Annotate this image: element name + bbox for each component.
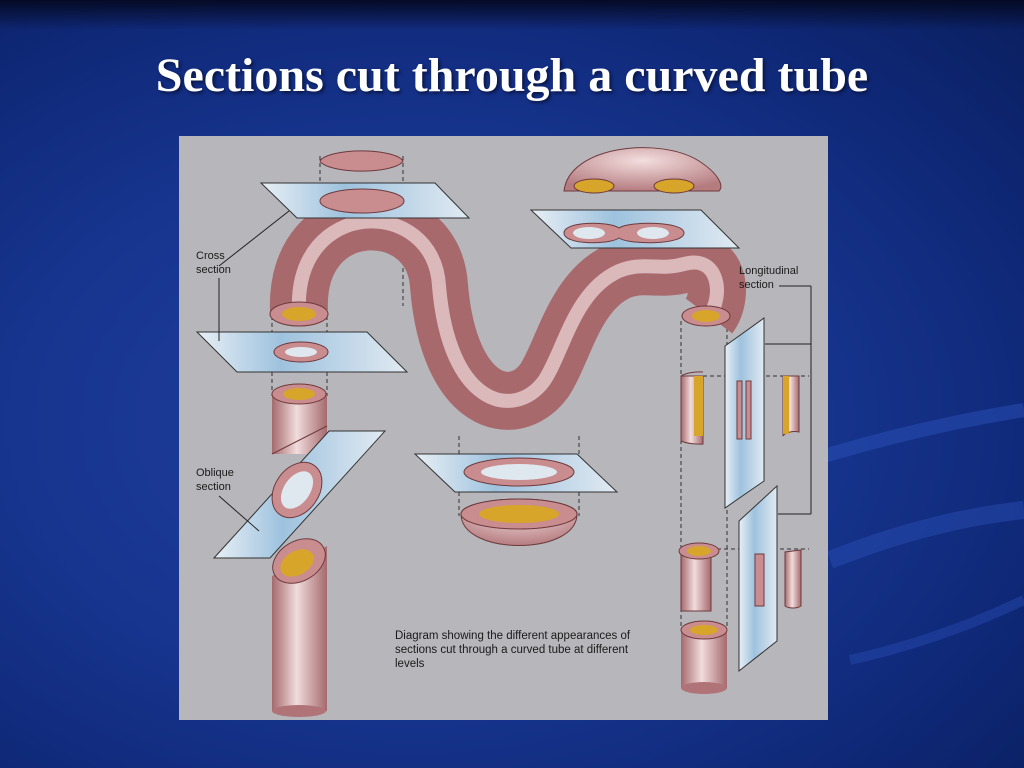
label-longitudinal-section: Longitudinal section <box>739 265 799 291</box>
oblique-section-hole <box>280 471 314 509</box>
longitudinal-plane-upper <box>724 317 765 509</box>
label-leaders <box>218 210 812 532</box>
bowl-lumen <box>479 505 559 523</box>
long-lumen-upper-left <box>694 376 703 436</box>
long-strip-lower <box>754 553 765 607</box>
cut-cap-top <box>319 150 404 172</box>
long-strip-1 <box>736 380 743 440</box>
tube-segment-oblique <box>272 546 327 711</box>
tube-segment-right-bottom <box>681 630 727 688</box>
tube-segment-left-lumen <box>283 388 315 400</box>
ring-hole-bottom <box>481 464 557 480</box>
top-band <box>0 0 1024 30</box>
label-cross-section: Cross section <box>196 250 231 276</box>
diagram-drawing <box>195 147 812 717</box>
long-strip-2 <box>745 380 752 440</box>
long-half-upper-left-rim <box>680 371 704 377</box>
long-half-lower-left-lumen <box>687 546 711 556</box>
slide-title: Sections cut through a curved tube <box>155 49 869 102</box>
long-half-lower-right <box>784 549 802 609</box>
long-half-lower-left <box>680 548 712 612</box>
oblique-cut-edge <box>271 425 328 455</box>
tube-sections-diagram: Cross section Oblique section Longitudin… <box>179 136 828 720</box>
tube-lumen-left <box>282 307 316 321</box>
curved-tube-highlight <box>291 214 724 408</box>
tube-segment-bottom <box>272 705 326 717</box>
tube-lumen-right <box>692 310 720 322</box>
ring-hole-left <box>285 347 317 357</box>
right-bottom-tube-base <box>681 682 727 694</box>
double-ring-hole-2 <box>637 227 669 239</box>
long-lumen-upper-right <box>783 376 789 434</box>
oblique-cut-lumen <box>280 549 314 577</box>
double-ring-hole-1 <box>573 227 605 239</box>
figure-caption: Diagram showing the different appearance… <box>395 630 631 670</box>
dome-lumen-2 <box>653 178 695 194</box>
dome-lumen-1 <box>573 178 615 194</box>
cross-section-solid <box>319 188 405 214</box>
right-bottom-tube-lumen <box>690 625 718 635</box>
label-oblique-section: Oblique section <box>196 467 234 493</box>
